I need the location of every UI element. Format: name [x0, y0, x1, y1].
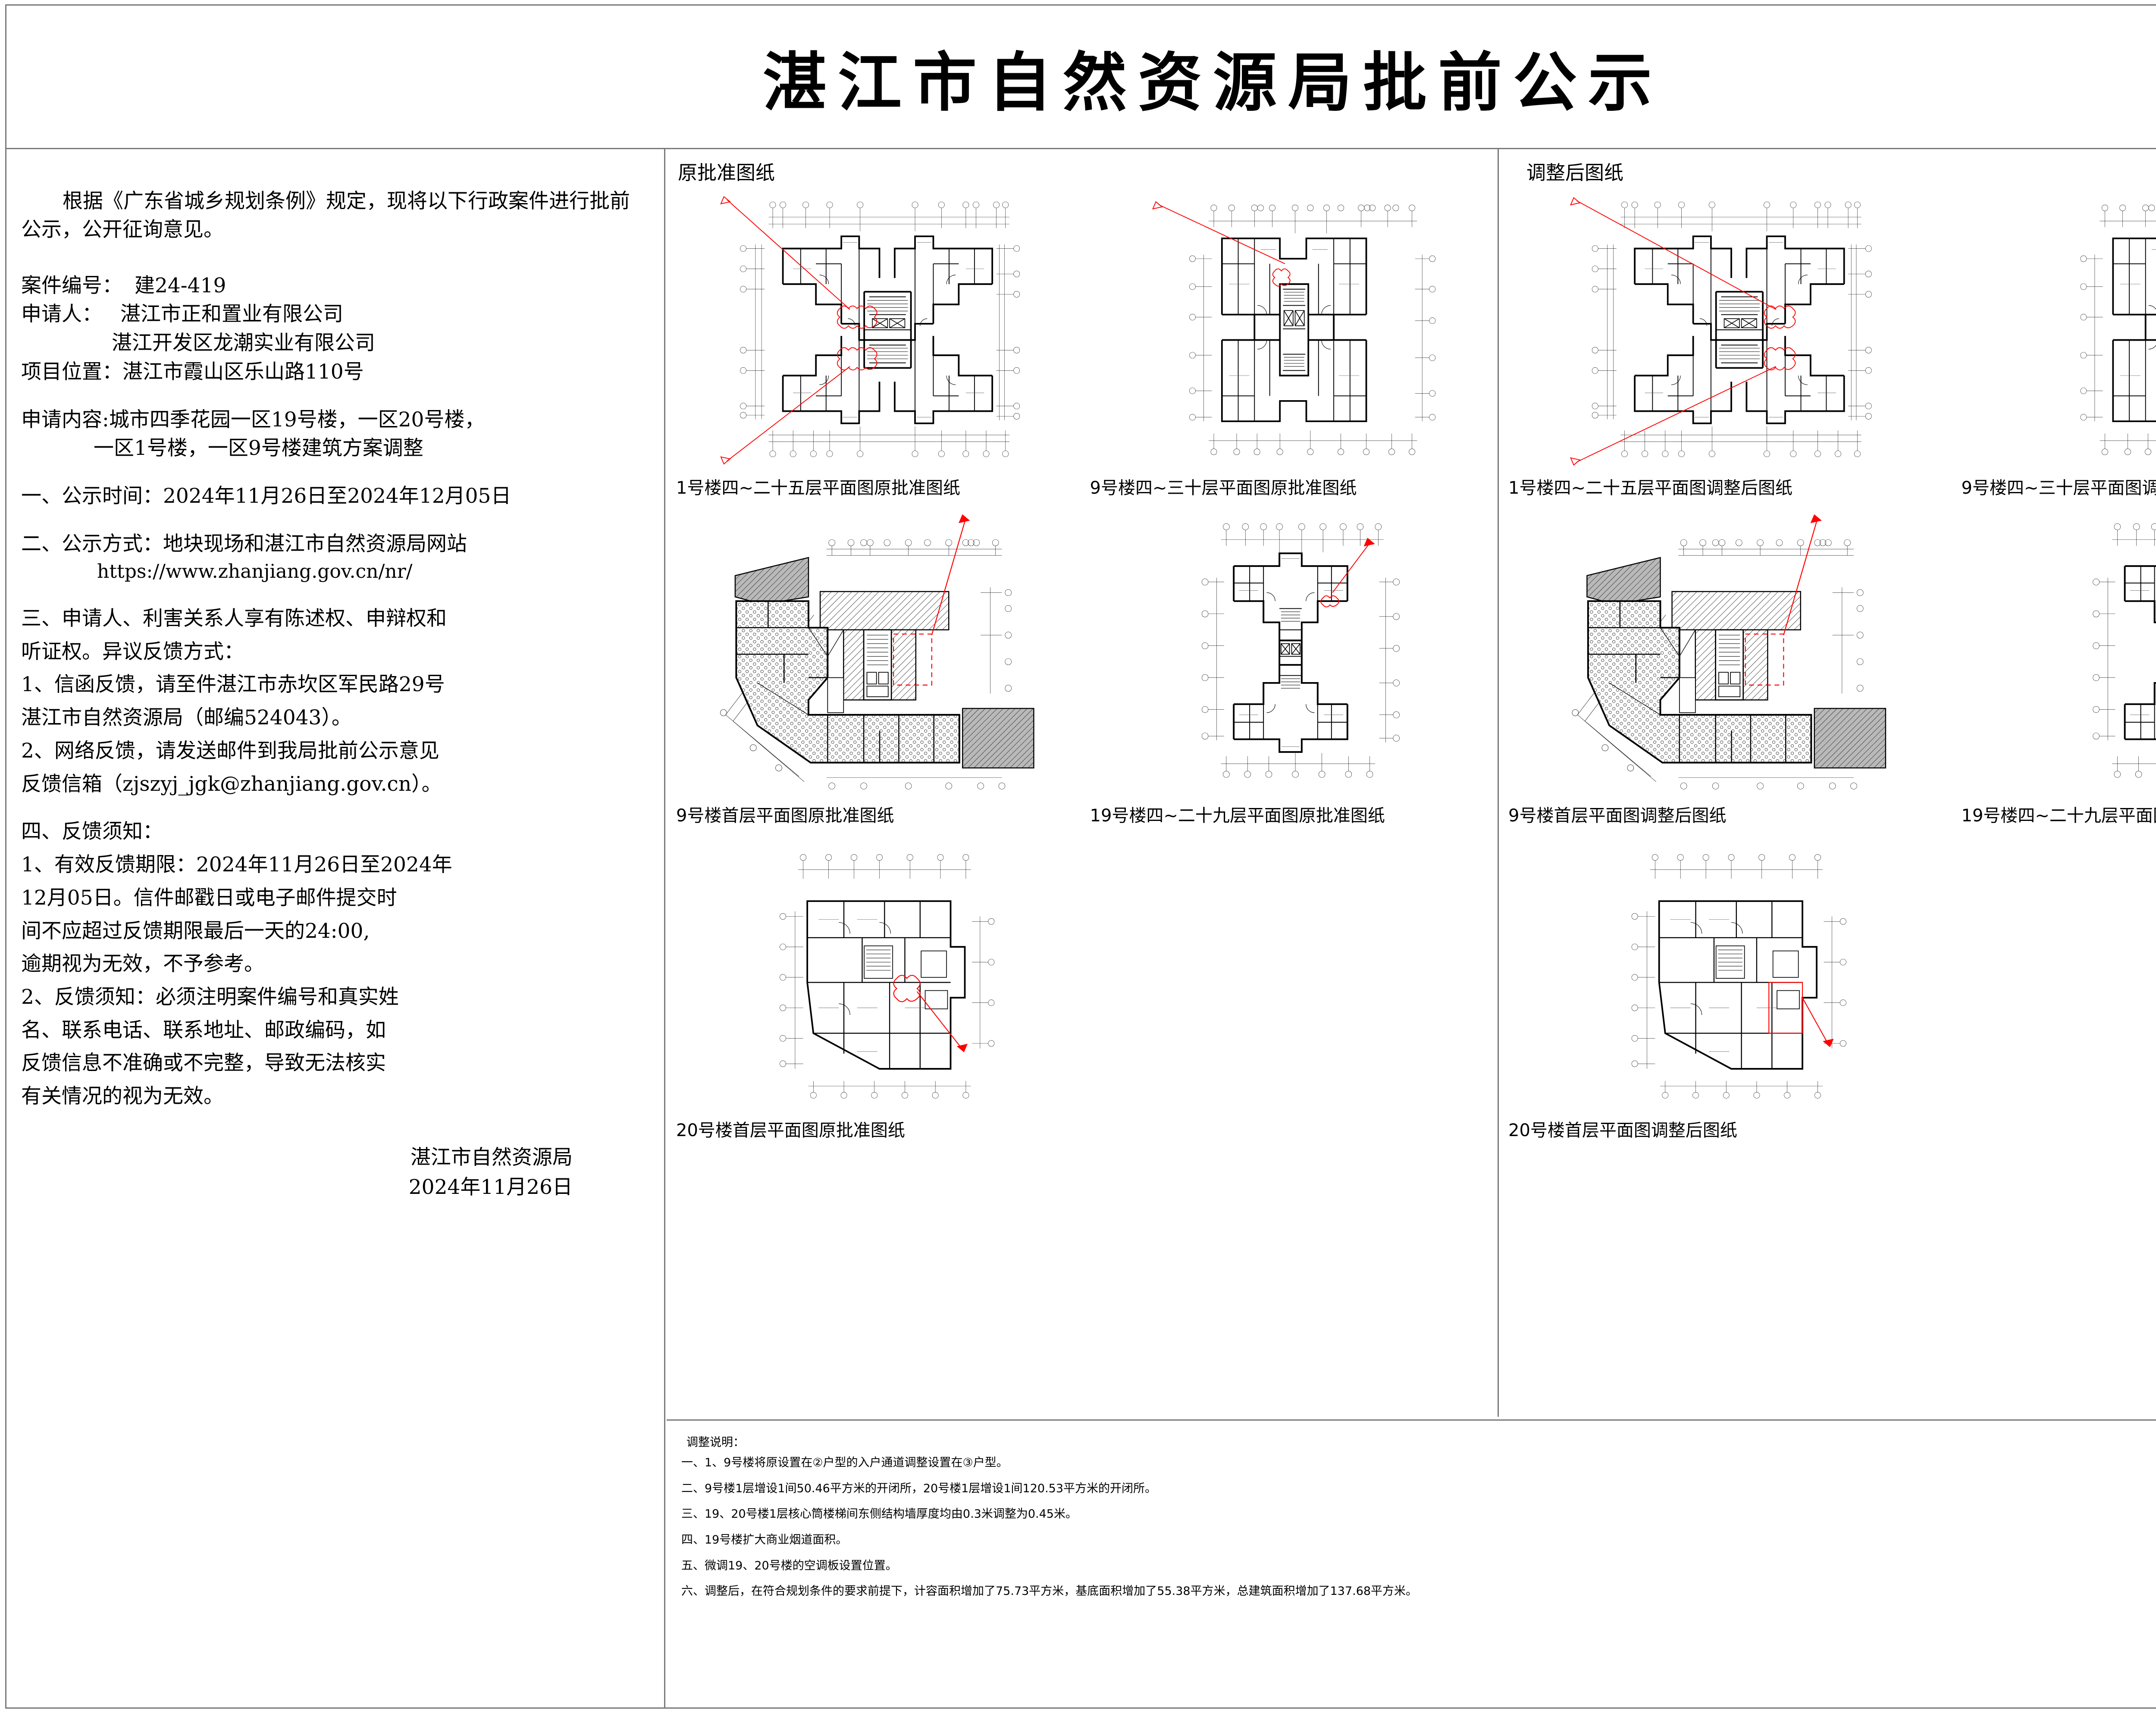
case-number-row: 案件编号： 建24-419 — [21, 272, 649, 301]
feedback-note-1-line-1: 1、有效反馈期限：2024年11月26日至2024年 — [21, 853, 452, 877]
applicant-label: 申请人： — [21, 302, 102, 326]
location-label: 项目位置： — [21, 360, 122, 384]
section-feedback-instructions: 四、反馈须知： — [21, 820, 163, 844]
floorplan-tower-1-adjusted — [1502, 188, 1950, 472]
floorplan-tower-19-adjusted — [1957, 502, 2156, 800]
feedback-note-1-line-2: 12月05日。信件邮戳日或电子邮件提交时 — [21, 886, 397, 910]
notice-lead-paragraph: 根据《广东省城乡规划条例》规定，现将以下行政案件进行批前公示，公开征询意见。 — [21, 189, 630, 241]
feedback-note-1-line-4: 逾期视为无效，不予参考。 — [21, 952, 264, 976]
drawing-caption: 9号楼四~三十层平面图调整后图纸 — [1961, 478, 2156, 498]
floorplan-tower-9 — [1086, 188, 1495, 472]
signature-organization: 湛江市自然资源局 — [411, 1145, 573, 1169]
feedback-note-2-line-2: 名、联系电话、联系地址、邮政编码，如 — [21, 1018, 386, 1042]
applicant-name-1: 湛江市正和置业有限公司 — [120, 302, 343, 326]
adjustment-note-item: 四、19号楼扩大商业烟道面积。 — [681, 1533, 848, 1547]
drawing-caption: 19号楼四~二十九层平面图调整后图纸 — [1961, 806, 2156, 826]
signature-date: 2024年11月26日 — [408, 1175, 573, 1199]
drawing-caption: 9号楼四~三十层平面图原批准图纸 — [1090, 478, 1357, 498]
drawing-cell-empty — [1954, 828, 2156, 1143]
adjustment-notes: 调整说明： 一、1、9号楼将原设置在②户型的入户通道调整设置在③户型。 二、9号… — [667, 1419, 2156, 1707]
feedback-note-2-line-3: 反馈信息不准确或不完整，导致无法核实 — [21, 1051, 386, 1075]
adjustment-notes-title: 调整说明： — [686, 1436, 745, 1449]
drawing-cell: 19号楼四~二十九层平面图调整后图纸 — [1954, 501, 2156, 828]
applicant-name-2: 湛江开发区龙潮实业有限公司 — [112, 331, 375, 355]
feedback-email-line-2: 反馈信箱（zjszyj_jgk@zhanjiang.gov.cn）。 — [21, 772, 442, 796]
floorplan-podium-9-adjusted — [1502, 502, 1950, 800]
original-drawings-column: 原批准图纸 — [667, 149, 1499, 1417]
feedback-mail-line-1: 1、信函反馈，请至件湛江市赤坎区军民路29号 — [21, 673, 445, 697]
section-publicity-period: 一、公示时间：2024年11月26日至2024年12月05日 — [21, 484, 511, 508]
drawing-caption: 20号楼首层平面图原批准图纸 — [676, 1121, 905, 1140]
case-number-value: 建24-419 — [135, 273, 226, 298]
application-content-line-1: 城市四季花园一区19号楼，一区20号楼， — [109, 407, 485, 432]
drawing-caption: 1号楼四~二十五层平面图调整后图纸 — [1508, 478, 1792, 498]
original-drawings-header: 原批准图纸 — [678, 161, 775, 184]
drawing-caption: 9号楼首层平面图原批准图纸 — [676, 806, 894, 826]
publicity-website-url: https://www.zhanjiang.gov.cn/nr/ — [97, 561, 413, 583]
drawing-caption: 19号楼四~二十九层平面图原批准图纸 — [1090, 806, 1385, 826]
adjustment-note-item: 二、9号楼1层增设1间50.46平方米的开闭所，20号楼1层增设1间120.53… — [681, 1481, 1157, 1495]
page-border — [5, 4, 2156, 1709]
drawings-area: 原批准图纸 — [667, 149, 2156, 1417]
drawing-cell: 20号楼首层平面图调整后图纸 — [1499, 828, 1954, 1143]
feedback-note-2-line-4: 有关情况的视为无效。 — [21, 1084, 224, 1109]
floorplan-podium-20-adjusted — [1502, 830, 1950, 1115]
drawing-cell: 19号楼四~二十九层平面图原批准图纸 — [1082, 501, 1498, 828]
feedback-note-1-line-3: 间不应超过反馈期限最后一天的24:00, — [21, 919, 370, 943]
page-title: 湛江市自然资源局批前公示 — [763, 45, 1663, 120]
feedback-note-2-line-1: 2、反馈须知：必须注明案件编号和真实姓 — [21, 985, 399, 1009]
applicant-row: 申请人： 湛江市正和置业有限公司 — [21, 300, 649, 329]
notice-column: 根据《广东省城乡规划条例》规定，现将以下行政案件进行批前公示，公开征询意见。 案… — [6, 149, 665, 1707]
feedback-mail-line-2: 湛江市自然资源局（邮编524043）。 — [21, 706, 352, 730]
adjusted-drawings-grid: 1号楼四~二十五层平面图调整后图纸 — [1499, 186, 2156, 1143]
application-content-label: 申请内容: — [21, 407, 109, 432]
location-value: 湛江市霞山区乐山路110号 — [122, 360, 364, 384]
drawing-cell: 9号楼四~三十层平面图原批准图纸 — [1082, 186, 1498, 501]
case-number-label: 案件编号： — [21, 273, 122, 298]
section-rights-line-1: 三、申请人、利害关系人享有陈述权、申辩权和 — [21, 606, 447, 630]
floorplan-podium-9 — [670, 502, 1079, 800]
applicant-row-2: 湛江开发区龙潮实业有限公司 — [21, 329, 649, 358]
section-publicity-method: 二、公示方式：地块现场和湛江市自然资源局网站 — [21, 532, 467, 556]
title-band: 湛江市自然资源局批前公示 — [6, 6, 2156, 149]
application-content-line-2: 一区1号楼，一区9号楼建筑方案调整 — [94, 436, 423, 460]
signature-block: 湛江市自然资源局 2024年11月26日 — [21, 1143, 649, 1202]
original-drawings-grid: 1号楼四~二十五层平面图原批准图纸 — [667, 186, 1498, 1143]
floorplan-podium-20 — [670, 830, 1079, 1115]
drawing-caption: 1号楼四~二十五层平面图原批准图纸 — [676, 478, 960, 498]
drawing-cell: 9号楼四~三十层平面图调整后图纸 — [1954, 186, 2156, 501]
case-details-block: 案件编号： 建24-419 申请人： 湛江市正和置业有限公司 湛江开发区龙潮实业有限… — [21, 272, 649, 387]
adjustment-note-item: 六、调整后，在符合规划条件的要求前提下，计容面积增加了75.73平方米，基底面积… — [681, 1585, 1418, 1598]
application-content-row: 申请内容:城市四季花园一区19号楼，一区20号楼， — [21, 406, 649, 435]
drawing-caption: 20号楼首层平面图调整后图纸 — [1508, 1121, 1737, 1140]
section-rights-line-2: 听证权。异议反馈方式： — [21, 639, 244, 664]
adjusted-drawings-header: 调整后图纸 — [1526, 161, 1624, 184]
adjusted-drawings-column: 调整后图纸 — [1499, 149, 2156, 1417]
floorplan-tower-19 — [1086, 502, 1495, 800]
adjustment-note-item: 三、19、20号楼1层核心筒楼梯间东侧结构墙厚度均由0.3米调整为0.45米。 — [681, 1507, 1077, 1521]
drawing-cell: 9号楼首层平面图原批准图纸 — [667, 501, 1082, 828]
drawing-cell-empty — [1082, 828, 1498, 1143]
location-row: 项目位置：湛江市霞山区乐山路110号 — [21, 358, 649, 387]
feedback-email-line-1: 2、网络反馈，请发送邮件到我局批前公示意见 — [21, 739, 439, 763]
adjustment-note-item: 五、微调19、20号楼的空调板设置位置。 — [681, 1559, 897, 1572]
application-content-row-2: 一区1号楼，一区9号楼建筑方案调整 — [21, 434, 649, 463]
floorplan-tower-9-adjusted — [1957, 188, 2156, 472]
drawing-cell: 9号楼首层平面图调整后图纸 — [1499, 501, 1954, 828]
drawing-caption: 9号楼首层平面图调整后图纸 — [1508, 806, 1727, 826]
drawing-cell: 1号楼四~二十五层平面图原批准图纸 — [667, 186, 1082, 501]
adjustment-note-item: 一、1、9号楼将原设置在②户型的入户通道调整设置在③户型。 — [681, 1456, 1008, 1469]
drawing-cell: 20号楼首层平面图原批准图纸 — [667, 828, 1082, 1143]
floorplan-tower-1 — [670, 188, 1079, 472]
drawing-cell: 1号楼四~二十五层平面图调整后图纸 — [1499, 186, 1954, 501]
